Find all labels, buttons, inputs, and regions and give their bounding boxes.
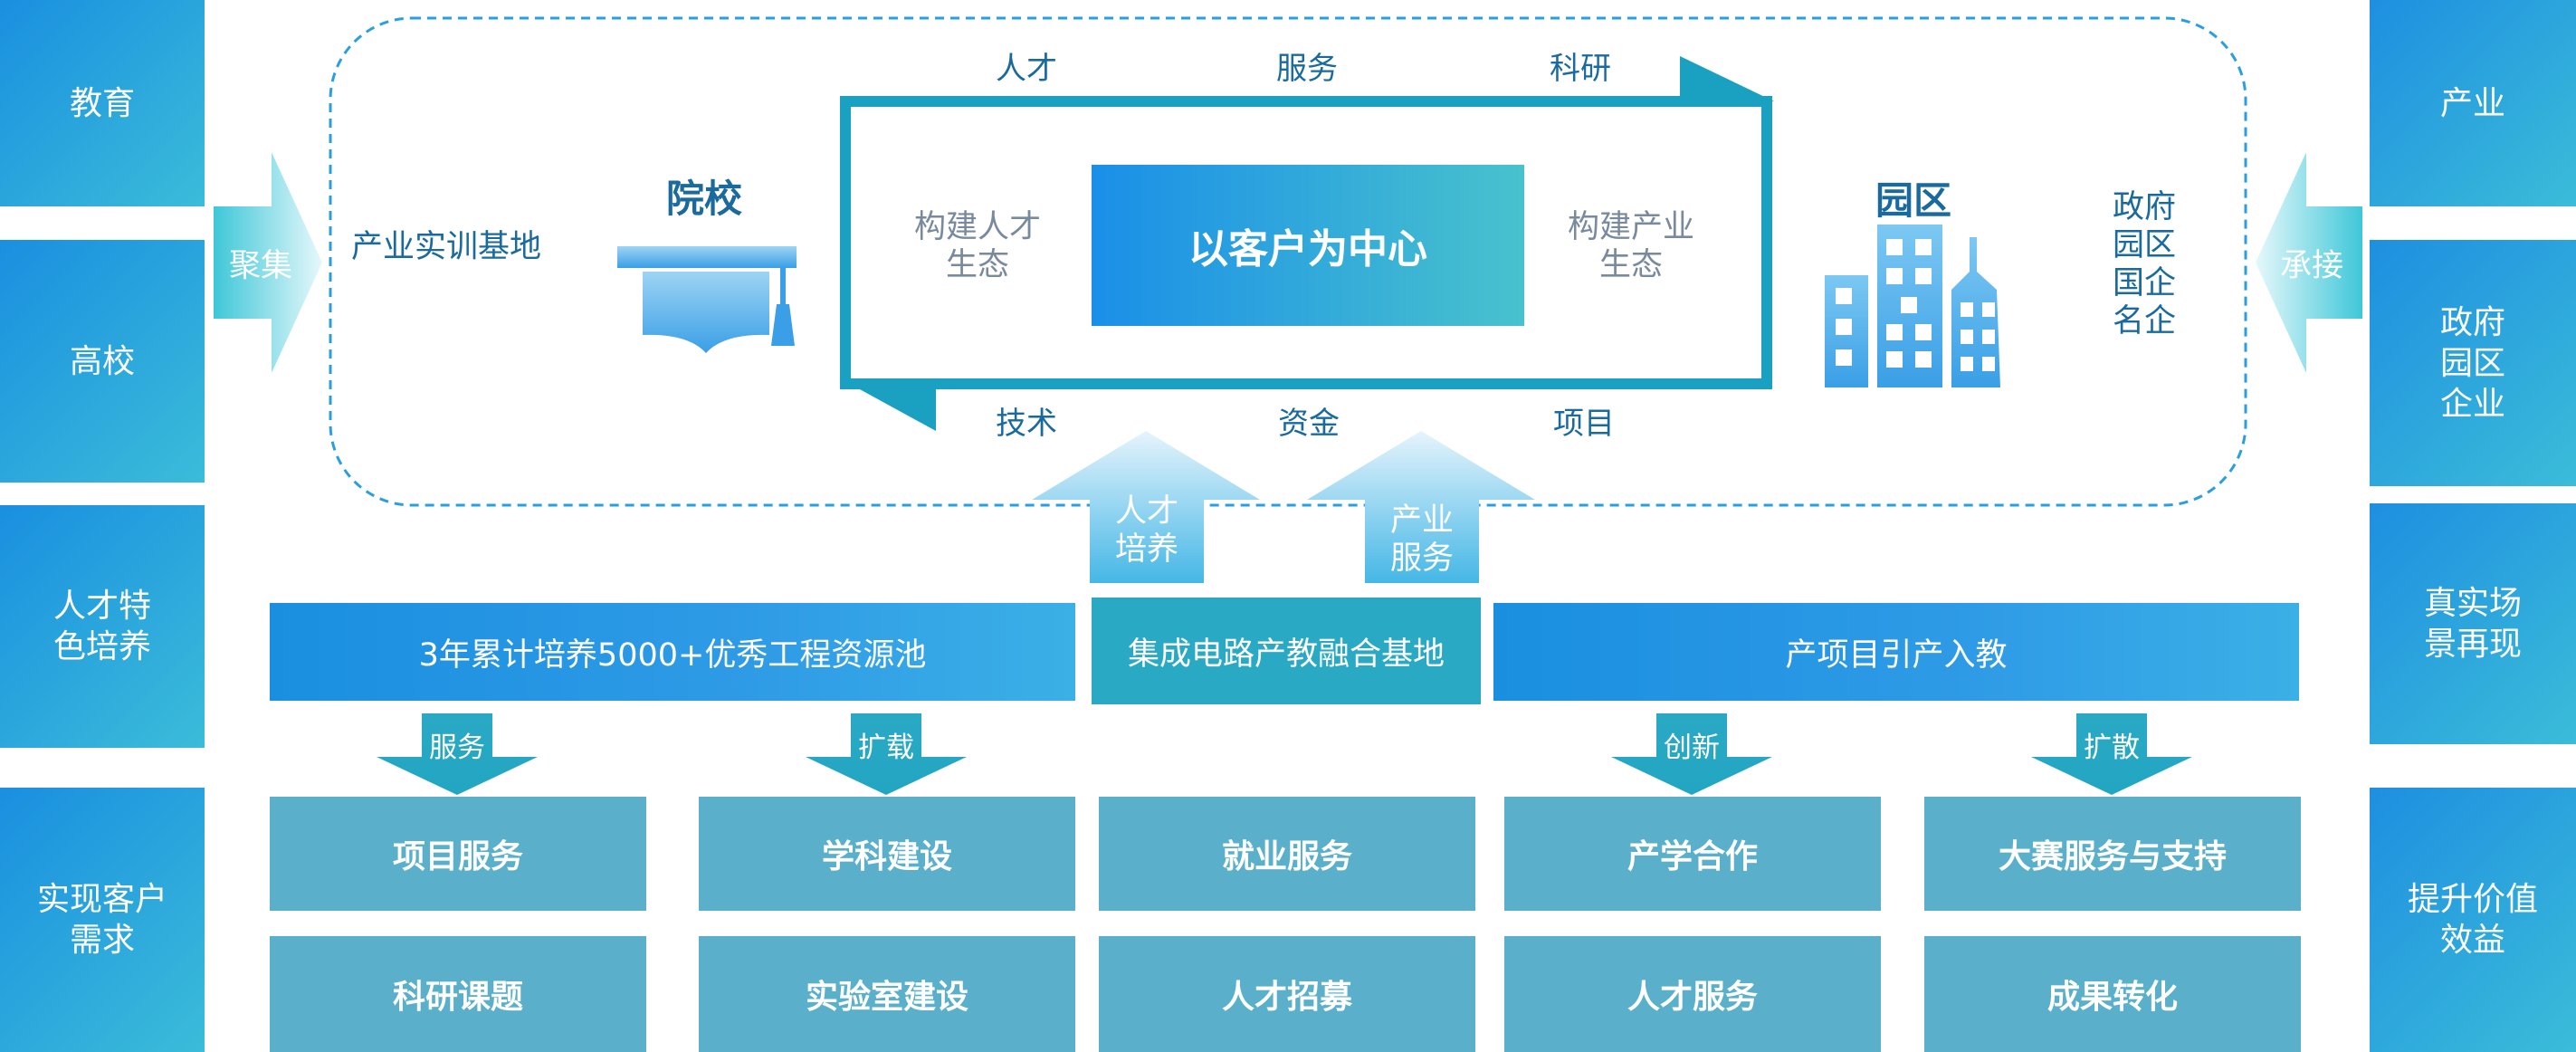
- cycle-frame: [840, 96, 1772, 389]
- box-talent-service: 人才服务: [1504, 936, 1881, 1052]
- dashed-frame: [329, 16, 2247, 507]
- cycle-word-funds: 资金: [1278, 406, 1340, 442]
- down-arrow-shape-3: [1611, 713, 1772, 795]
- right-tile-value: 提升价值 效益: [2370, 788, 2576, 1052]
- project-bar: 产项目引产入教: [1493, 603, 2299, 701]
- right-tile-industry: 产业: [2370, 0, 2576, 206]
- receive-arrow-label: 承接: [2279, 247, 2343, 284]
- box-recruitment: 人才招募: [1099, 936, 1475, 1052]
- receive-arrow-shape: [2256, 152, 2362, 373]
- park-list-2: 园区: [2113, 227, 2177, 263]
- left-tile-customer-needs: 实现客户 需求: [0, 788, 205, 1052]
- cycle-word-service: 服务: [1276, 51, 1338, 87]
- gather-arrow-shape: [214, 152, 322, 373]
- up-arrow-label-2: 产业 服务: [1389, 502, 1454, 577]
- left-tile-education: 教育: [0, 0, 205, 206]
- industry-ecology-text: 构建产业 生态: [1567, 209, 1694, 283]
- cycle-flag-bottom: [840, 378, 936, 431]
- down-arrow-shape-1: [377, 713, 538, 795]
- box-competition: 大赛服务与支持: [1924, 797, 2301, 911]
- up-arrow-shape-1: [1032, 431, 1260, 583]
- cycle-word-tech: 技术: [996, 406, 1057, 442]
- right-tile-government: 政府 园区 企业: [2370, 240, 2576, 486]
- down-arrow-label-spread: 扩散: [2084, 731, 2140, 764]
- right-tile-real-scene: 真实场 景再现: [2370, 503, 2576, 744]
- down-arrow-shape-2: [806, 713, 967, 795]
- customer-center-title: 以客户为中心: [1188, 226, 1427, 273]
- box-lab: 实验室建设: [699, 936, 1075, 1052]
- cycle-flag-top: [1680, 56, 1774, 101]
- buildings-icon: [1825, 225, 2000, 387]
- down-arrow-shape-4: [2031, 713, 2192, 795]
- box-employment: 就业服务: [1099, 797, 1475, 911]
- gather-arrow-label: 聚集: [228, 247, 292, 284]
- box-research-topic: 科研课题: [270, 936, 646, 1052]
- center-box: [1092, 165, 1524, 326]
- training-base-label: 产业实训基地: [351, 229, 542, 265]
- school-title: 院校: [666, 177, 743, 221]
- cycle-word-research: 科研: [1550, 51, 1611, 87]
- park-list-1: 政府: [2113, 189, 2177, 225]
- left-tile-talent: 人才特 色培养: [0, 505, 205, 748]
- box-cooperation: 产学合作: [1504, 797, 1881, 911]
- down-arrow-label-expand: 扩载: [858, 731, 914, 764]
- down-arrow-label-service: 服务: [429, 731, 485, 764]
- park-list-3: 国企: [2113, 265, 2177, 301]
- box-achievement: 成果转化: [1924, 936, 2301, 1052]
- box-project-service: 项目服务: [270, 797, 646, 911]
- graduation-cap-icon: [617, 246, 797, 353]
- talent-pool-bar: 3年累计培养5000+优秀工程资源池: [270, 603, 1075, 701]
- cycle-word-talent: 人才: [996, 51, 1057, 87]
- park-list-4: 名企: [2113, 303, 2177, 340]
- integration-base-bar: 集成电路产教融合基地: [1092, 598, 1481, 704]
- down-arrow-label-innovate: 创新: [1664, 731, 1720, 764]
- cycle-word-project: 项目: [1553, 406, 1615, 442]
- box-discipline: 学科建设: [699, 797, 1075, 911]
- left-tile-university: 高校: [0, 240, 205, 483]
- talent-ecology-text: 构建人才 生态: [913, 209, 1041, 283]
- up-arrow-label-1: 人才 培养: [1114, 493, 1178, 568]
- park-title: 园区: [1875, 178, 1952, 223]
- up-arrow-shape-2: [1307, 431, 1535, 583]
